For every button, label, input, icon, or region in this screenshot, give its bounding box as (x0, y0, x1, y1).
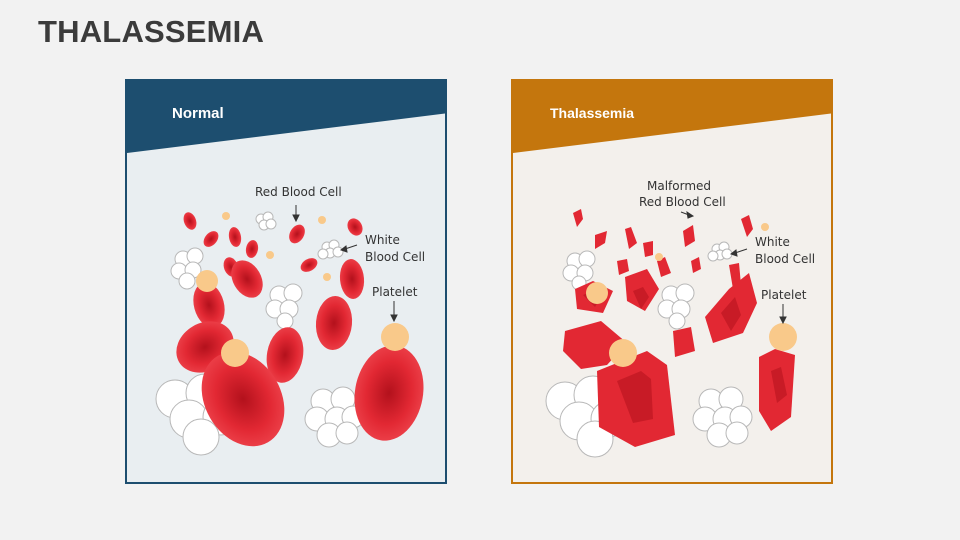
label-white-blood-cell-line2: Blood Cell (755, 252, 816, 266)
thal-arrows (680, 210, 787, 325)
label-malformed-line2: Red Blood Cell (639, 195, 726, 209)
label-white-blood-cell-line2: Blood Cell (365, 250, 426, 264)
normal-platelets (196, 212, 409, 367)
label-white-blood-cell-line1: White (755, 235, 790, 249)
normal-header-band (127, 81, 445, 153)
normal-red-blood-cells (176, 212, 424, 447)
white-cell-cluster (304, 386, 365, 448)
white-cell-cluster (317, 239, 344, 260)
white-cell-cluster (657, 283, 695, 330)
white-cell-cluster (692, 386, 753, 448)
thalassemia-header-band (513, 81, 831, 153)
page-title: THALASSEMIA (38, 14, 265, 49)
thalassemia-panel: Thalassemia Malformed Red Blood Cell Whi… (511, 79, 833, 484)
normal-arrows (292, 205, 398, 323)
label-red-blood-cell: Red Blood Cell (255, 185, 342, 199)
label-malformed-line1: Malformed (647, 179, 712, 193)
label-platelet: Platelet (372, 285, 418, 299)
label-platelet: Platelet (761, 288, 807, 302)
white-cell-cluster (170, 247, 204, 290)
thal-platelets (586, 223, 797, 367)
thalassemia-header-label: Thalassemia (550, 105, 635, 121)
white-cell-cluster (255, 211, 277, 231)
white-cell-cluster (562, 250, 596, 291)
normal-panel: Normal Red Blood Cell White Blood Cell P… (125, 79, 447, 484)
normal-blood-illustration (127, 81, 445, 456)
thalassemia-blood-illustration (513, 81, 831, 458)
thal-cell-shading (583, 287, 787, 423)
normal-header-label: Normal (172, 105, 224, 122)
white-cell-cluster (265, 283, 303, 330)
white-cell-cluster (707, 241, 733, 262)
label-white-blood-cell-line1: White (365, 233, 400, 247)
